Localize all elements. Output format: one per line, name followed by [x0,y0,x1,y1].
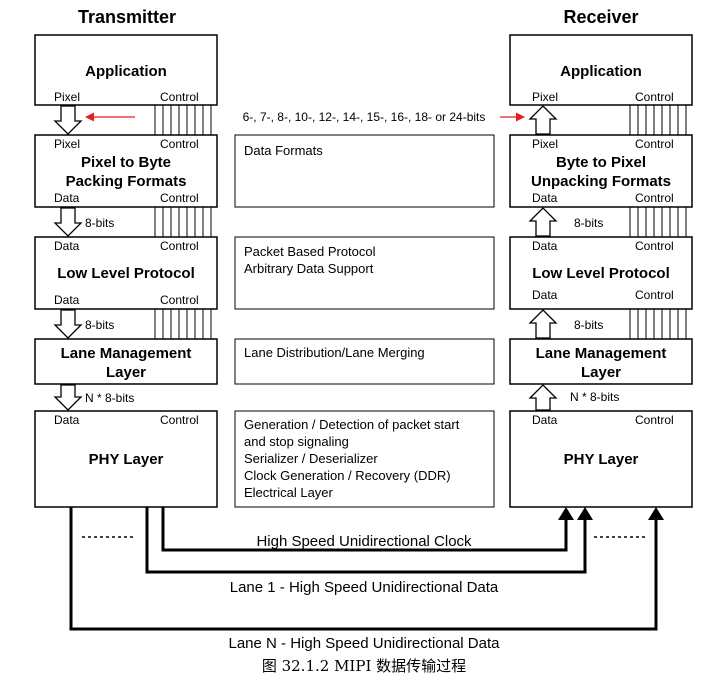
rx-lane-mgmt-title-1: Lane Management [536,345,667,362]
desc-data-formats-box [234,134,495,208]
rx-llp-block [509,236,693,310]
tx-lane-mgmt-block [34,338,218,385]
rx-lane-mgmt-block [509,338,693,385]
desc-phy-1: Generation / Detection of packet start [244,417,460,432]
tx-data-arrow-1 [53,207,83,237]
tx-control-bus-2 [154,207,212,237]
clock-lane-label: High Speed Unidirectional Clock [256,533,472,550]
transmitter-stack: Application Pixel Control Pixel Control … [34,34,218,508]
tx-llp-data-bot-label: Data [54,293,80,307]
rx-bits-label-2: 8-bits [574,318,603,332]
transmitter-title: Transmitter [78,7,176,27]
tx-packing-control2-label: Control [160,191,199,205]
desc-phy-box [234,410,495,508]
desc-phy-2: and stop signaling [244,434,349,449]
rx-phy-title: PHY Layer [564,451,639,468]
tx-lane-mgmt-title-2: Layer [106,364,146,381]
figure-caption: 图 32.1.2 MIPI 数据传输过程 [262,657,466,675]
tx-llp-data-top-label: Data [54,239,80,253]
tx-llp-block [34,236,218,310]
clock-lane-wire [161,507,568,552]
rx-application-block [509,34,693,106]
rx-llp-data-bot-label: Data [532,288,558,302]
tx-packing-title-2: Packing Formats [66,173,187,190]
desc-phy-5: Electrical Layer [244,485,334,500]
rx-data-arrow-3 [528,384,558,411]
rx-unpacking-title-1: Byte to Pixel [556,154,646,171]
rx-phy-control-label: Control [635,413,674,427]
receiver-title: Receiver [563,7,638,27]
rx-phy-data-label: Data [532,413,558,427]
rx-llp-data-top-label: Data [532,239,558,253]
tx-bits-label-2: 8-bits [85,318,114,332]
rx-llp-control-bot-label: Control [635,288,674,302]
layer-descriptions: Data Formats Packet Based Protocol Arbit… [234,134,495,508]
desc-packet-2: Arbitrary Data Support [244,261,374,276]
tx-app-pixel-label: Pixel [54,90,80,104]
tx-llp-control-bot-label: Control [160,293,199,307]
tx-app-control-label: Control [160,90,199,104]
tx-packing-control-label: Control [160,137,199,151]
rx-packing-pixel-label: Pixel [532,137,558,151]
lane-wires [69,507,664,631]
rx-llp-control-top-label: Control [635,239,674,253]
rx-application-label: Application [560,63,642,80]
desc-phy-3: Serializer / Deserializer [244,451,378,466]
rx-bits-label-1: 8-bits [574,216,603,230]
rx-data-arrow-2 [528,309,558,339]
tx-phy-control-label: Control [160,413,199,427]
tx-packing-title-1: Pixel to Byte [81,154,171,171]
desc-lane-dist: Lane Distribution/Lane Merging [244,345,425,360]
desc-phy-4: Clock Generation / Recovery (DDR) [244,468,451,483]
desc-data-formats: Data Formats [244,143,323,158]
rx-control-bus-2 [629,207,687,237]
rx-control-bus-1 [629,105,687,135]
tx-packing-data-label: Data [54,191,80,205]
lane1-wire [145,507,587,574]
lane1-label: Lane 1 - High Speed Unidirectional Data [230,579,499,596]
rx-packing-control-label: Control [635,137,674,151]
rx-unpacking-block [509,134,693,208]
tx-phy-title: PHY Layer [89,451,164,468]
rx-bits-label-3: N * 8-bits [570,390,619,404]
tx-application-block [34,34,218,106]
rx-phy-block [509,410,693,508]
tx-llp-control-top-label: Control [160,239,199,253]
tx-packing-pixel-label: Pixel [54,137,80,151]
tx-lane-mgmt-title-1: Lane Management [61,345,192,362]
rx-lane-mgmt-title-2: Layer [581,364,621,381]
rx-pixel-arrow [528,105,558,135]
tx-control-bus-1 [154,105,212,135]
rx-llp-title: Low Level Protocol [532,265,670,282]
rx-data-arrow-1 [528,207,558,237]
laneN-label: Lane N - High Speed Unidirectional Data [229,635,501,652]
rx-control-bus-3 [629,309,687,339]
receiver-stack: Application Pixel Control Pixel Control … [509,34,693,508]
rx-packing-data-label: Data [532,191,558,205]
desc-llp-box [234,236,495,310]
tx-packing-block [34,134,218,208]
tx-control-bus-3 [154,309,212,339]
tx-pixel-arrow [53,105,83,135]
tx-phy-data-label: Data [54,413,80,427]
laneN-arrowhead [648,507,664,520]
tx-application-label: Application [85,63,167,80]
laneN-wire [69,507,658,631]
tx-bits-label-1: 8-bits [85,216,114,230]
rx-packing-control2-label: Control [635,191,674,205]
tx-data-arrow-2 [53,309,83,339]
tx-llp-title: Low Level Protocol [57,265,195,282]
clock-lane-arrowhead [558,507,574,520]
tx-bits-label-3: N * 8-bits [85,391,134,405]
rx-unpacking-title-2: Unpacking Formats [531,173,671,190]
tx-phy-block [34,410,218,508]
desc-lane-box [234,338,495,385]
lane1-arrowhead [577,507,593,520]
desc-packet-1: Packet Based Protocol [244,244,376,259]
tx-data-arrow-3 [53,384,83,411]
rx-app-pixel-label: Pixel [532,90,558,104]
pixel-format-label: 6-, 7-, 8-, 10-, 12-, 14-, 15-, 16-, 18-… [243,110,486,124]
rx-app-control-label: Control [635,90,674,104]
